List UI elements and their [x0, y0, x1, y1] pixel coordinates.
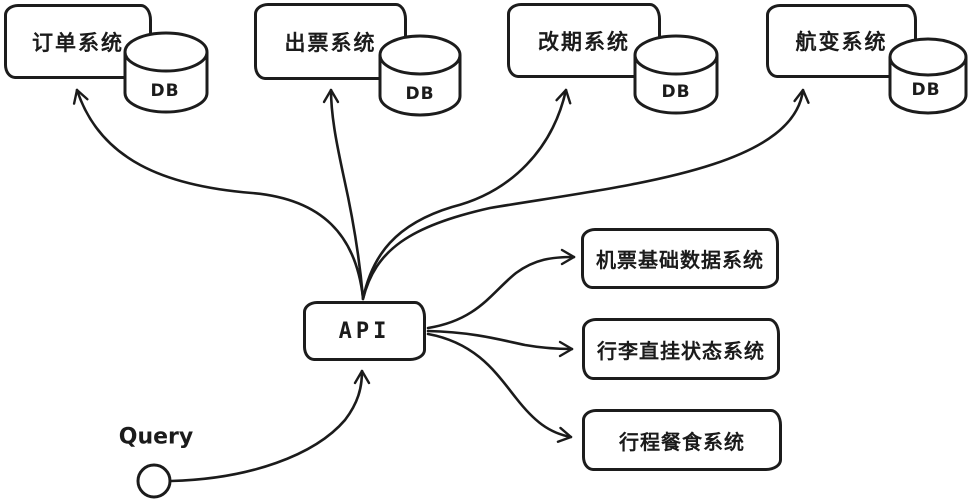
- node-order-system[interactable]: 订单系统: [4, 4, 152, 79]
- edge-api-to-ticket-basic-data-system[interactable]: [426, 248, 576, 330]
- edge-api-to-reschedule-system[interactable]: [361, 88, 572, 301]
- node-order-system-label: 订单系统: [32, 30, 124, 55]
- node-baggage-through-status-system[interactable]: 行李直挂状态系统: [582, 318, 780, 380]
- db-label-ticketing: DB: [405, 84, 435, 104]
- node-reschedule-system-label: 改期系统: [538, 29, 630, 54]
- node-ticketing-system-label: 出票系统: [284, 30, 377, 55]
- query-label: Query: [118, 424, 194, 450]
- node-ticket-basic-data-system[interactable]: 机票基础数据系统: [581, 228, 779, 289]
- edge-api-to-itinerary-meal-system[interactable]: [426, 332, 573, 443]
- node-flight-change-system-label: 航变系统: [795, 30, 888, 54]
- node-reschedule-system[interactable]: 改期系统: [507, 3, 661, 78]
- node-flight-change-system[interactable]: 航变系统: [766, 4, 917, 78]
- node-baggage-through-status-system-label: 行李直挂状态系统: [597, 338, 765, 363]
- edge-query-to-api[interactable]: [169, 369, 371, 483]
- edge-api-to-order-system[interactable]: [72, 88, 365, 300]
- edge-api-to-ticketing-system[interactable]: [322, 88, 365, 300]
- node-itinerary-meal-system-label: 行程餐食系统: [619, 429, 745, 454]
- query-node[interactable]: [136, 463, 172, 499]
- node-ticketing-system[interactable]: 出票系统: [254, 3, 407, 80]
- edge-api-to-baggage-through-status-system[interactable]: [426, 329, 574, 358]
- node-api-label: API: [338, 318, 391, 344]
- node-ticket-basic-data-system-label: 机票基础数据系统: [596, 248, 764, 272]
- db-label-reschedule: DB: [661, 82, 691, 102]
- db-label-order: DB: [150, 81, 180, 101]
- node-api[interactable]: API: [303, 301, 426, 361]
- db-label-flight-change: DB: [911, 80, 941, 100]
- node-itinerary-meal-system[interactable]: 行程餐食系统: [582, 409, 782, 471]
